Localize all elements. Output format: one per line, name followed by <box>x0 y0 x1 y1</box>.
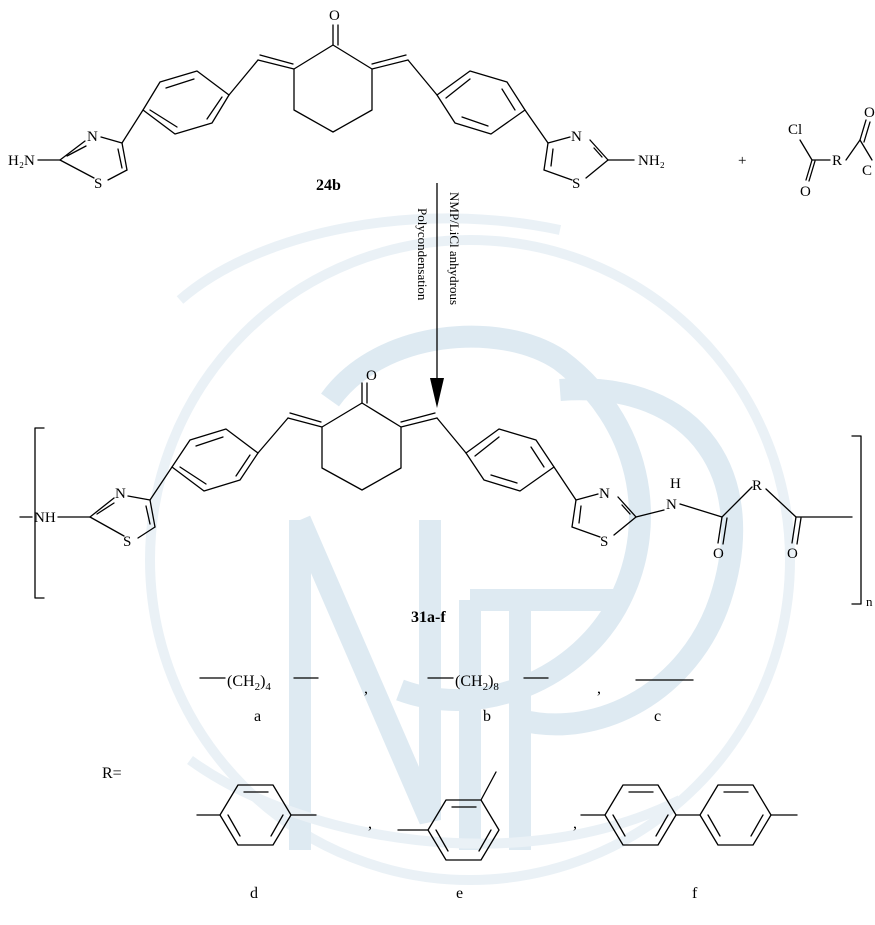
r-group-definitions: R= (CH2)4 a , (CH2)8 b , c d , <box>102 673 798 902</box>
polymer-right-thiazole <box>571 493 665 538</box>
right-amine-label: NH₂ <box>638 153 665 169</box>
diacid-oxygen-top: O <box>864 105 875 121</box>
r-group-b-formula: (CH2)8 <box>455 673 499 693</box>
polymer-compound-label: 31a-f <box>411 609 446 626</box>
polymer-left-thiazole <box>57 495 156 539</box>
right-thiazole-n: N <box>571 129 582 145</box>
condition-line-1: NMP/LiCl anhydrous <box>447 192 462 305</box>
diacid-chlorine: Cl <box>788 122 802 138</box>
polymer-left-benzene <box>149 417 289 501</box>
reactant-ketone-oxygen: O <box>329 8 340 24</box>
r-group-a-label: a <box>254 708 261 725</box>
reactant-compound-label: 24b <box>316 177 341 194</box>
polymer-ketone-oxygen: O <box>366 368 377 384</box>
polymer-amide-bonds <box>679 486 853 545</box>
polymer-amide-n: N <box>666 497 677 513</box>
repeat-subscript-n: n <box>866 594 873 609</box>
r-group-b-label: b <box>483 708 491 725</box>
r-separator-1: , <box>364 680 368 697</box>
polymer-right-thiazole-n: N <box>599 486 610 502</box>
right-benzene-ring <box>407 59 549 144</box>
r-equals-label: R= <box>102 765 122 782</box>
left-amine-label: H₂N <box>8 153 35 169</box>
r-group-d-label: d <box>250 885 258 902</box>
diacid-chloride: Cl R O C O <box>788 105 875 200</box>
r-group-f-label: f <box>692 885 698 902</box>
condition-line-2: Polycondensation <box>415 208 430 301</box>
polymer-right-thiazole-s: S <box>600 534 608 550</box>
r-group-e-meta-phenylene <box>397 771 500 861</box>
polymer-amide-oxygen-2: O <box>787 546 798 562</box>
polymer-cyclohexanone <box>287 382 438 491</box>
diacid-end-atom: C <box>862 163 872 179</box>
reactant-cyclohexanone <box>257 24 409 133</box>
r-separator-3: , <box>368 815 372 832</box>
polymer-left-thiazole-n: N <box>115 486 126 502</box>
polymer-brackets <box>34 427 862 605</box>
left-thiazole-s: S <box>94 176 102 192</box>
r-separator-2: , <box>597 680 601 697</box>
left-thiazole-ring <box>37 136 128 181</box>
polymer-amide-h: H <box>670 476 681 492</box>
plus-sign: + <box>738 153 746 169</box>
r-separator-4: , <box>573 815 577 832</box>
left-benzene-ring <box>121 59 259 144</box>
polymer-left-thiazole-s: S <box>123 534 131 550</box>
left-thiazole-n: N <box>87 129 98 145</box>
polymer-amide-r: R <box>752 478 762 494</box>
r-group-c-label: c <box>654 708 661 725</box>
diacid-r: R <box>832 153 842 169</box>
reactant-24b: H₂N N S O <box>8 8 665 194</box>
r-group-d-para-phenylene <box>196 784 317 846</box>
r-group-e-label: e <box>456 885 463 902</box>
watermark-logo <box>145 213 795 885</box>
polymer-amide-oxygen-1: O <box>713 546 724 562</box>
polymer-31a-f: n NH N S <box>19 368 873 626</box>
polymer-nh-left: NH <box>34 510 56 526</box>
reaction-arrow <box>430 183 444 408</box>
diacid-oxygen-left: O <box>800 184 811 200</box>
r-group-a-formula: (CH2)4 <box>227 673 271 693</box>
right-thiazole-s: S <box>572 176 580 192</box>
right-thiazole-ring <box>543 136 635 181</box>
polymer-right-benzene <box>436 417 577 501</box>
r-group-f-biphenylene <box>580 784 798 846</box>
